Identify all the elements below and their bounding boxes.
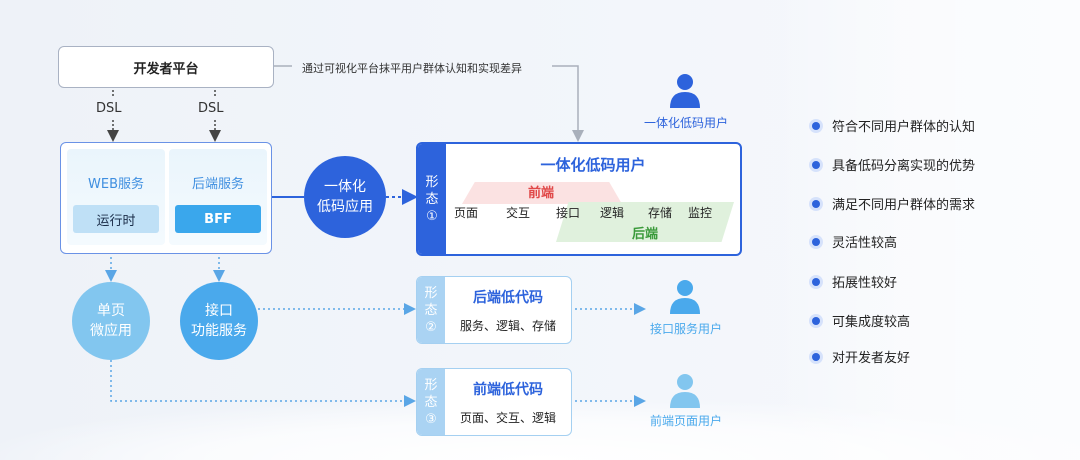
feature-text: 对开发者友好: [832, 351, 911, 366]
form1-title: 一体化低码用户: [540, 156, 646, 174]
feature-text: 符合不同用户群体的认知: [832, 120, 976, 135]
dsl-label-right: DSL: [198, 101, 224, 116]
circle-single-line1: 单页: [97, 303, 125, 319]
note-connector-drop: [552, 65, 584, 142]
form1-item-interaction: 交互: [506, 206, 531, 220]
form2-tag-number: ②: [425, 319, 437, 335]
bullet-icon: [812, 237, 820, 246]
form2-tag-char2: 态: [424, 302, 438, 318]
form2-subtitle: 服务、逻辑、存储: [459, 319, 556, 333]
feature-text: 满足不同用户群体的需求: [832, 198, 976, 213]
dsl-label-left: DSL: [96, 101, 122, 116]
form2-title: 后端低代码: [473, 290, 543, 306]
form3-title: 前端低代码: [473, 382, 543, 398]
runtime-chip: 运行时: [73, 205, 159, 233]
services-box: WEB服务 运行时 后端服务 BFF: [60, 142, 272, 254]
form3-subtitle: 页面、交互、逻辑: [459, 411, 556, 425]
form3-box: 形 态 ③ 前端低代码 页面、交互、逻辑: [416, 368, 572, 436]
bullet-icon: [812, 352, 820, 361]
integrated-user-label: 一体化低码用户: [643, 116, 728, 130]
form1-tag-char2: 态: [425, 191, 439, 207]
form1-item-page: 页面: [454, 206, 479, 220]
frontend-label: 前端: [528, 186, 555, 201]
web-service-title: WEB服务: [88, 177, 144, 192]
feature-item: 拓展性较好: [812, 272, 897, 291]
backend-label: 后端: [632, 227, 659, 242]
integrated-user-icon: [670, 74, 700, 108]
circle-main-line2: 低码应用: [317, 199, 373, 215]
developer-platform-label: 开发者平台: [133, 61, 199, 77]
form3-tag-char1: 形: [424, 377, 438, 393]
form1-box: 形 态 ① 一体化低码用户 前端 后端 页面 交互 接口 逻辑 存储 监控: [416, 142, 742, 256]
form1-item-api: 接口: [556, 206, 581, 220]
circle-single-line2: 微应用: [90, 323, 132, 339]
circle-api-line1: 接口: [205, 303, 233, 319]
frontend-user-label: 前端页面用户: [649, 414, 722, 428]
api-user-icon: [670, 280, 700, 314]
bullet-icon: [812, 277, 820, 286]
form2-tag-char1: 形: [424, 285, 438, 301]
backend-service-title: 后端服务: [191, 177, 244, 192]
web-service-column: WEB服务 运行时: [67, 149, 165, 245]
form2-box: 形 态 ② 后端低代码 服务、逻辑、存储: [416, 276, 572, 344]
bff-chip: BFF: [175, 205, 261, 233]
feature-item: 满足不同用户群体的需求: [812, 194, 975, 213]
form1-item-storage: 存储: [648, 206, 673, 220]
form1-item-monitor: 监控: [688, 206, 713, 220]
backend-band: [556, 202, 734, 242]
bullet-icon: [812, 160, 820, 169]
bullet-icon: [812, 199, 820, 208]
bullet-icon: [812, 121, 820, 130]
form1-tag-char1: 形: [425, 174, 439, 190]
form2-tag: 形 态 ②: [417, 277, 445, 343]
top-note: 通过可视化平台抹平用户群体认知和实现差异: [302, 62, 522, 75]
features-panel-bg: [770, 0, 1080, 460]
backend-service-column: 后端服务 BFF: [169, 149, 267, 245]
feature-item: 灵活性较高: [812, 232, 897, 251]
feature-text: 拓展性较好: [832, 276, 898, 291]
api-function-service-circle: 接口功能服务: [180, 282, 258, 360]
bullet-icon: [812, 316, 820, 325]
circle-api-line2: 功能服务: [191, 323, 247, 339]
feature-text: 具备低码分离实现的优势: [832, 159, 976, 174]
feature-item: 具备低码分离实现的优势: [812, 155, 975, 174]
form3-tag-number: ③: [425, 411, 437, 427]
integrated-lowcode-app-circle: 一体化低码应用: [304, 156, 386, 238]
single-to-form3: [110, 360, 416, 407]
form1-tag-number: ①: [426, 208, 438, 224]
form1-tag: 形 态 ①: [418, 144, 446, 254]
feature-text: 可集成度较高: [832, 315, 911, 330]
feature-item: 对开发者友好: [812, 347, 910, 366]
single-page-microapp-circle: 单页微应用: [72, 282, 150, 360]
frontend-user-icon: [670, 374, 700, 408]
feature-item: 可集成度较高: [812, 311, 910, 330]
feature-text: 灵活性较高: [832, 236, 898, 251]
frontend-band: [462, 182, 622, 204]
form3-tag: 形 态 ③: [417, 369, 445, 435]
form3-tag-char2: 态: [424, 394, 438, 410]
api-user-label: 接口服务用户: [649, 322, 722, 336]
feature-item: 符合不同用户群体的认知: [812, 116, 975, 135]
form1-item-logic: 逻辑: [600, 206, 625, 220]
developer-platform-box: 开发者平台: [58, 46, 274, 88]
circle-main-line1: 一体化: [324, 179, 366, 195]
